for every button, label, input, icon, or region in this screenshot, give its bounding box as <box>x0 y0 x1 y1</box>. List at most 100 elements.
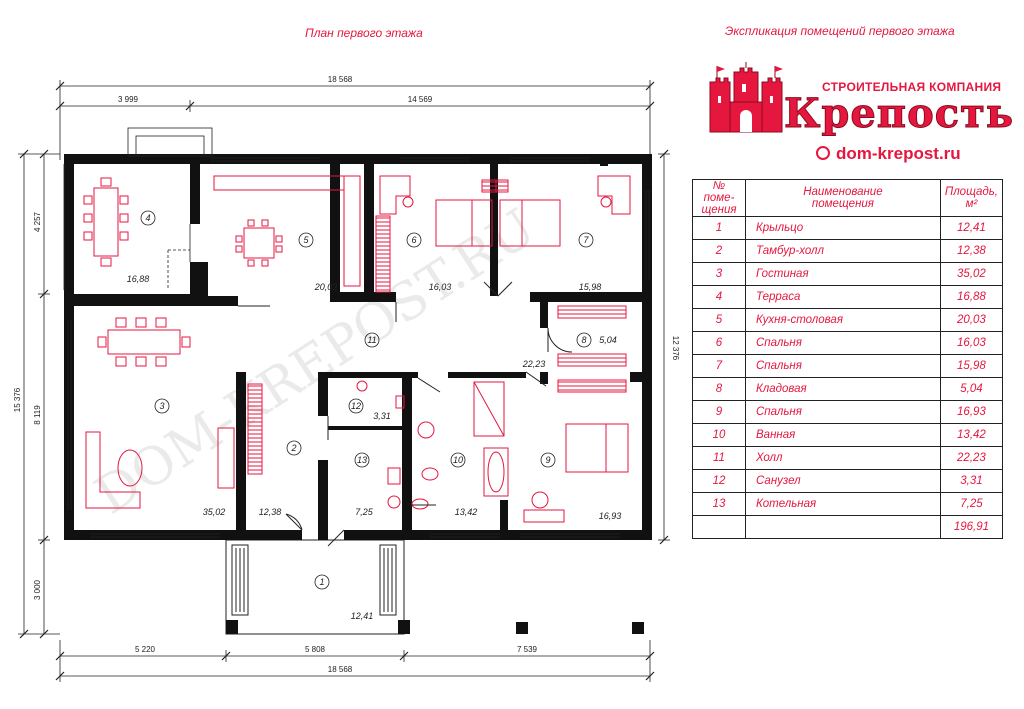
dimension-ticks <box>19 81 669 681</box>
cell-name: Санузел <box>745 469 941 493</box>
dim-left-total: 15 376 <box>13 387 22 412</box>
explication-title: Экспликация помещений первого этажа <box>725 24 955 38</box>
svg-text:9: 9 <box>545 455 550 465</box>
terrace <box>63 127 213 290</box>
cell-num: 10 <box>692 423 746 447</box>
svg-text:20,03: 20,03 <box>314 282 338 292</box>
svg-text:12: 12 <box>351 401 361 411</box>
svg-text:16,93: 16,93 <box>599 511 622 521</box>
svg-text:15,98: 15,98 <box>579 282 602 292</box>
svg-text:6: 6 <box>411 235 416 245</box>
svg-text:3,31: 3,31 <box>373 411 391 421</box>
room-labels: 1 12,41 2 12,38 3 35,02 4 16,88 5 20,03 … <box>127 210 622 621</box>
watermark: DOM-KREPOST.RU <box>85 198 546 527</box>
svg-text:4: 4 <box>145 213 150 223</box>
svg-text:16,03: 16,03 <box>429 282 452 292</box>
svg-text:10: 10 <box>453 455 463 465</box>
cell-num: 12 <box>692 469 746 493</box>
dim-bottom-a: 5 220 <box>135 645 156 654</box>
cell-name: Спальня <box>745 354 941 378</box>
svg-text:13: 13 <box>357 455 367 465</box>
cell-num: 1 <box>692 216 746 240</box>
cell-num: 2 <box>692 239 746 263</box>
room-label-4: 4 16,88 <box>127 210 156 284</box>
porch-columns <box>226 620 644 634</box>
svg-text:5,04: 5,04 <box>599 335 617 345</box>
cell-area: 22,23 <box>939 446 1004 470</box>
cell-area: 35,02 <box>939 262 1004 286</box>
dim-top-right: 14 569 <box>408 95 433 104</box>
svg-text:8: 8 <box>581 335 586 345</box>
floor-plan: DOM-KREPOST.RU 18 568 3 999 14 569 <box>13 75 680 682</box>
cell-name: Котельная <box>745 492 941 516</box>
cell-area: 5,04 <box>939 377 1004 401</box>
room-label-13: 13 7,25 <box>354 452 374 517</box>
room-label-5: 5 20,03 <box>298 232 338 292</box>
cell-area: 12,38 <box>939 239 1004 263</box>
room-label-8: 8 5,04 <box>576 332 617 348</box>
svg-text:7: 7 <box>583 235 589 245</box>
cell-num: 6 <box>692 331 746 355</box>
cell-area: 13,42 <box>939 423 1004 447</box>
cell-name: Холл <box>745 446 941 470</box>
cell-area: 16,03 <box>939 331 1004 355</box>
plan-title: План первого этажа <box>305 26 423 40</box>
furniture <box>83 175 631 523</box>
cell-name: Крыльцо <box>745 216 941 240</box>
cell-area: 20,03 <box>939 308 1004 332</box>
dim-bottom-c: 7 539 <box>517 645 538 654</box>
svg-text:22,23: 22,23 <box>522 359 546 369</box>
company-logo: СТРОИТЕЛЬНАЯ КОМПАНИЯ Крепость dom-krepo… <box>706 62 1014 172</box>
dim-left-mid: 8 119 <box>33 405 42 425</box>
cell-name: Кухня-столовая <box>745 308 941 332</box>
total-empty-num <box>692 515 746 539</box>
svg-text:7,25: 7,25 <box>355 507 374 517</box>
cell-name: Гостиная <box>745 262 941 286</box>
svg-text:2: 2 <box>290 443 296 453</box>
dim-top-left: 3 999 <box>118 95 139 104</box>
cell-area: 12,41 <box>939 216 1004 240</box>
logo-url-text: dom-krepost.ru <box>836 144 961 163</box>
walls <box>64 154 652 540</box>
cell-num: 13 <box>692 492 746 516</box>
table-header-row: № поме- щения Наименование помещения Пло… <box>692 179 1004 217</box>
svg-text:5: 5 <box>303 235 309 245</box>
svg-text:35,02: 35,02 <box>203 507 226 517</box>
cell-area: 3,31 <box>939 469 1004 493</box>
dim-overall-top: 18 568 <box>328 75 353 84</box>
cell-area: 16,93 <box>939 400 1004 424</box>
svg-text:13,42: 13,42 <box>455 507 478 517</box>
globe-icon <box>816 146 830 160</box>
cell-name: Терраса <box>745 285 941 309</box>
cell-area: 16,88 <box>939 285 1004 309</box>
cell-num: 11 <box>692 446 746 470</box>
svg-text:12,38: 12,38 <box>259 507 282 517</box>
cell-num: 8 <box>692 377 746 401</box>
windows <box>67 157 650 538</box>
room-label-3: 3 35,02 <box>154 398 226 517</box>
logo-company-text: СТРОИТЕЛЬНАЯ КОМПАНИЯ <box>822 80 1002 94</box>
svg-text:11: 11 <box>367 335 376 345</box>
svg-text:3: 3 <box>159 401 164 411</box>
room-label-11: 11 22,23 <box>364 332 546 369</box>
room-label-10: 10 13,42 <box>450 452 478 517</box>
dim-bottom-b: 5 808 <box>305 645 326 654</box>
header-num: № поме- щения <box>692 179 746 217</box>
table-total-row: 196,91 <box>692 515 1004 539</box>
svg-text:16,88: 16,88 <box>127 274 150 284</box>
porch <box>225 539 405 635</box>
svg-text:1: 1 <box>319 577 324 587</box>
room-label-7: 7 15,98 <box>578 232 602 292</box>
header-name: Наименование помещения <box>745 179 941 217</box>
dim-left-bottom: 3 000 <box>33 579 42 600</box>
